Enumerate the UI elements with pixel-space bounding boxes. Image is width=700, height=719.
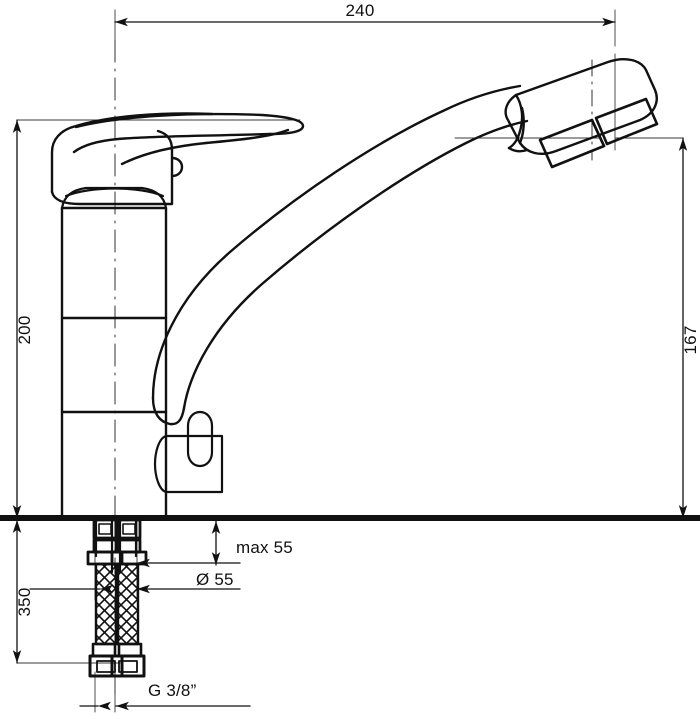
flex-hose-left [86,518,124,678]
dimension-label-200: 200 [15,315,34,345]
aerator-outlet [538,97,659,169]
dimension-label-350: 350 [15,587,34,617]
flex-hose-right [110,518,148,678]
dimension-label-167: 167 [681,325,700,355]
dimension-label-240: 240 [345,1,375,20]
lever-handle [50,112,305,206]
swivel-spout-arm [151,84,529,426]
side-outlet-fitting [153,410,224,494]
cartridge-cap [60,186,168,210]
dimension-label-thread-g38: G 3/8” [148,681,197,700]
spout-head [504,58,658,155]
faucet-body [60,206,168,520]
dimension-label-diameter-55: Ø 55 [196,570,234,589]
dimension-label-max-55: max 55 [236,538,293,557]
